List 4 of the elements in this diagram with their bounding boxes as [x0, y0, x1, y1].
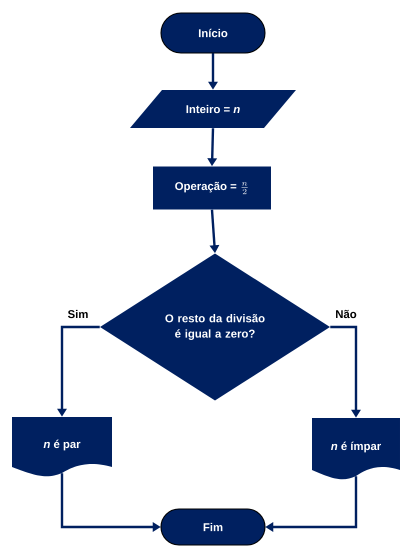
process-box: Operação = $\frac{n}{2}$ [153, 166, 271, 210]
input-parallelogram: Inteiro = n [130, 90, 296, 128]
edge-label: Sim [68, 310, 88, 318]
edge-label: Não [336, 310, 356, 318]
